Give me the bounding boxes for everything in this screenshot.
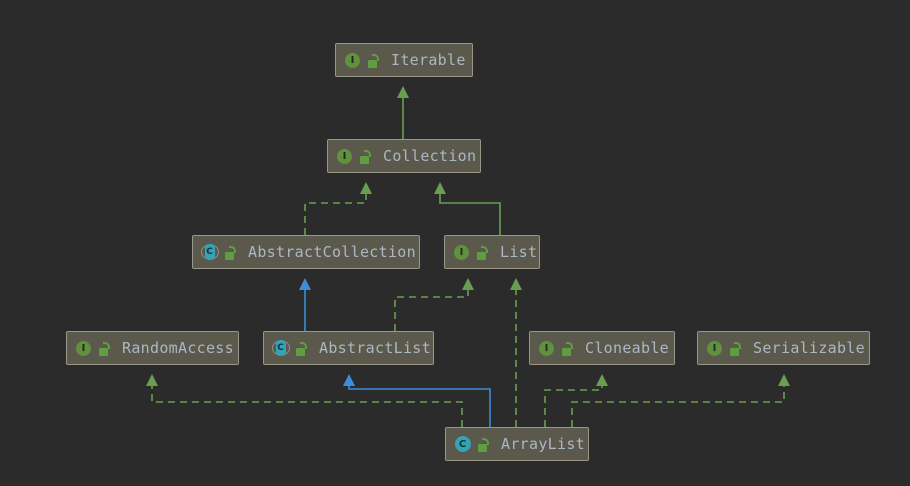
edge-list-to-collection xyxy=(434,182,501,235)
arrowhead-icon xyxy=(146,374,158,386)
interface-icon: I xyxy=(706,340,723,357)
kind-icon-glyph: I xyxy=(81,342,86,354)
class-node-collection[interactable]: I Collection xyxy=(327,139,481,173)
arrowhead-icon xyxy=(462,278,474,290)
class-node-abstractcollection[interactable]: C AbstractCollection xyxy=(192,235,420,269)
class-node-label: Serializable xyxy=(753,339,865,357)
padlock-body xyxy=(225,251,234,260)
class-node-serializable[interactable]: I Serializable xyxy=(697,331,870,365)
kind-icon-glyph: C xyxy=(458,438,467,450)
class-node-randomaccess[interactable]: I RandomAccess xyxy=(66,331,239,365)
padlock-body xyxy=(296,347,305,356)
class-node-label: ArrayList xyxy=(501,435,585,453)
kind-icon-disc xyxy=(204,244,215,260)
padlock-shackle xyxy=(364,149,371,157)
abstract-class-icon: C xyxy=(271,340,290,357)
arrowhead-icon xyxy=(360,182,372,194)
kind-icon-glyph: I xyxy=(342,150,347,162)
class-node-label: Collection xyxy=(383,147,477,165)
kind-icon-disc xyxy=(337,148,352,164)
padlock-shackle xyxy=(566,341,573,349)
edge-arraylist-to-serializable xyxy=(571,374,790,427)
padlock-body xyxy=(478,443,487,452)
class-node-label: AbstractCollection xyxy=(248,243,416,261)
kind-icon-disc xyxy=(454,436,471,452)
unlocked-padlock-icon xyxy=(358,149,371,164)
unlocked-padlock-icon xyxy=(560,341,573,356)
kind-icon-disc xyxy=(454,244,469,260)
arrowhead-icon xyxy=(596,374,608,386)
padlock-body xyxy=(368,59,377,68)
interface-icon: I xyxy=(336,148,353,165)
arrowhead-icon xyxy=(510,278,522,290)
kind-icon-glyph: C xyxy=(277,342,284,353)
edge-abstractlist-to-abstractcollection xyxy=(299,278,311,331)
unlocked-padlock-icon xyxy=(476,437,489,452)
arrowhead-icon xyxy=(343,374,355,386)
padlock-shackle xyxy=(300,341,307,349)
padlock-body xyxy=(360,155,369,164)
padlock-shackle xyxy=(103,341,110,349)
interface-icon: I xyxy=(344,52,361,69)
padlock-body xyxy=(730,347,739,356)
kind-icon-disc xyxy=(76,340,91,356)
arrowhead-icon xyxy=(397,86,409,98)
class-node-label: Iterable xyxy=(391,51,466,69)
unlocked-padlock-icon xyxy=(294,341,307,356)
kind-icon-disc xyxy=(345,52,360,68)
padlock-body xyxy=(562,347,571,356)
class-node-arraylist[interactable]: C ArrayList xyxy=(445,427,589,461)
class-icon: C xyxy=(454,436,471,453)
class-node-label: AbstractList xyxy=(319,339,431,357)
class-node-label: Cloneable xyxy=(585,339,669,357)
arrowhead-icon xyxy=(299,278,311,290)
edge-arraylist-to-abstractlist xyxy=(343,374,491,427)
unlocked-padlock-icon xyxy=(475,245,488,260)
padlock-shackle xyxy=(734,341,741,349)
unlocked-padlock-icon xyxy=(366,53,379,68)
unlocked-padlock-icon xyxy=(97,341,110,356)
interface-icon: I xyxy=(453,244,470,261)
padlock-shackle xyxy=(229,245,236,253)
kind-icon-disc xyxy=(539,340,554,356)
kind-icon-disc xyxy=(707,340,722,356)
interface-icon: I xyxy=(75,340,92,357)
kind-icon-glyph: C xyxy=(206,246,213,257)
abstract-class-icon: C xyxy=(200,244,219,261)
padlock-body xyxy=(477,251,486,260)
interface-icon: I xyxy=(538,340,555,357)
padlock-shackle xyxy=(481,245,488,253)
class-node-label: RandomAccess xyxy=(122,339,234,357)
padlock-shackle xyxy=(372,53,379,61)
arrowhead-icon xyxy=(434,182,446,194)
kind-icon-glyph: I xyxy=(712,342,717,354)
kind-icon-glyph: I xyxy=(350,54,355,66)
unlocked-padlock-icon xyxy=(223,245,236,260)
unlocked-padlock-icon xyxy=(728,341,741,356)
padlock-body xyxy=(99,347,108,356)
edge-abstractcollection-to-collection xyxy=(304,182,372,235)
padlock-shackle xyxy=(482,437,489,445)
class-node-list[interactable]: I List xyxy=(444,235,540,269)
edge-arraylist-to-randomaccess xyxy=(146,374,463,427)
edge-arraylist-to-cloneable xyxy=(544,374,608,427)
class-node-label: List xyxy=(500,243,538,261)
kind-icon-glyph: I xyxy=(459,246,464,258)
edge-abstractlist-to-list xyxy=(394,278,474,331)
arrowhead-icon xyxy=(778,374,790,386)
class-node-cloneable[interactable]: I Cloneable xyxy=(529,331,675,365)
edge-collection-to-iterable xyxy=(397,86,409,139)
kind-icon-disc xyxy=(275,340,286,356)
edge-arraylist-to-list xyxy=(510,278,522,427)
class-node-abstractlist[interactable]: C AbstractList xyxy=(263,331,434,365)
kind-icon-glyph: I xyxy=(544,342,549,354)
class-node-iterable[interactable]: I Iterable xyxy=(335,43,473,77)
